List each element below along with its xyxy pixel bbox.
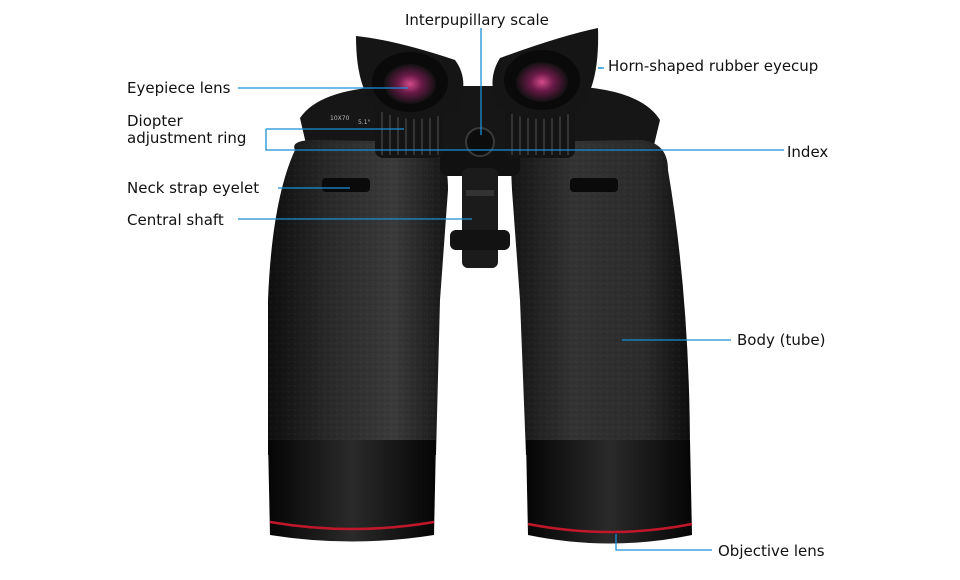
left-objective-red-ring xyxy=(269,520,435,531)
right-body-tube xyxy=(511,140,693,544)
model-marking: 10X70 xyxy=(330,115,350,122)
right-eyepiece xyxy=(492,28,599,158)
leader-lines xyxy=(238,28,784,551)
label-objective-lens: Objective lens xyxy=(718,542,825,560)
right-eyepiece-lens xyxy=(516,62,568,102)
right-objective-red-ring xyxy=(527,522,693,534)
central-bridge xyxy=(440,127,520,268)
right-neck-strap-eyelet xyxy=(570,178,618,192)
leader-index xyxy=(265,129,784,151)
label-body-tube: Body (tube) xyxy=(737,331,826,349)
label-index: Index xyxy=(787,143,829,161)
label-interpupillary-scale: Interpupillary scale xyxy=(405,11,549,29)
left-eyepiece xyxy=(356,36,464,158)
label-neck-strap-eyelet: Neck strap eyelet xyxy=(127,179,260,197)
label-horn-eyecup: Horn-shaped rubber eyecup xyxy=(608,57,819,75)
left-body-tube xyxy=(268,140,448,542)
label-central-shaft: Central shaft xyxy=(127,211,224,229)
label-eyepiece-lens: Eyepiece lens xyxy=(127,79,231,97)
field-marking: 5.1° xyxy=(358,119,371,126)
leader-objective-lens xyxy=(615,534,712,551)
left-neck-strap-eyelet xyxy=(322,178,370,192)
left-eyepiece-lens xyxy=(384,64,436,104)
label-diopter-line2: adjustment ring xyxy=(127,129,247,147)
label-diopter-line1: Diopter xyxy=(127,112,183,130)
